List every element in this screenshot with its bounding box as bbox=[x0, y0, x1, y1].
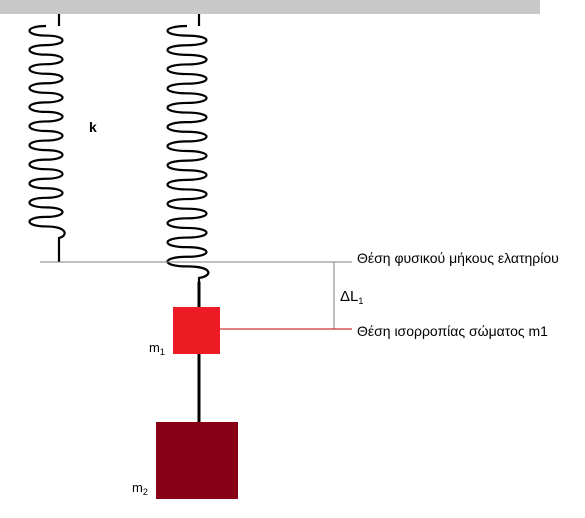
equilibrium-label: Θέση ισορροπίας σώματος m1 bbox=[357, 323, 548, 339]
right-spring bbox=[166, 14, 210, 284]
spring-constant-label: k bbox=[89, 119, 97, 135]
mass-m2 bbox=[156, 422, 238, 499]
extension-subscript: 1 bbox=[358, 296, 364, 306]
left-spring bbox=[28, 14, 66, 262]
extension-symbol: ΔL bbox=[340, 288, 359, 305]
mass-m2-label: m2 bbox=[132, 480, 148, 497]
mass-m1-subscript: 1 bbox=[159, 347, 165, 357]
mass-m1-symbol: m bbox=[149, 340, 160, 355]
natural-length-label: Θέση φυσικού μήκους ελατηρίου bbox=[357, 250, 559, 266]
extension-label: ΔL1 bbox=[340, 288, 364, 306]
mass-m2-subscript: 2 bbox=[142, 487, 148, 497]
mass-m1 bbox=[173, 307, 220, 354]
ceiling bbox=[0, 0, 540, 14]
mass-m1-label: m1 bbox=[149, 340, 165, 357]
mass-m2-symbol: m bbox=[132, 480, 143, 495]
